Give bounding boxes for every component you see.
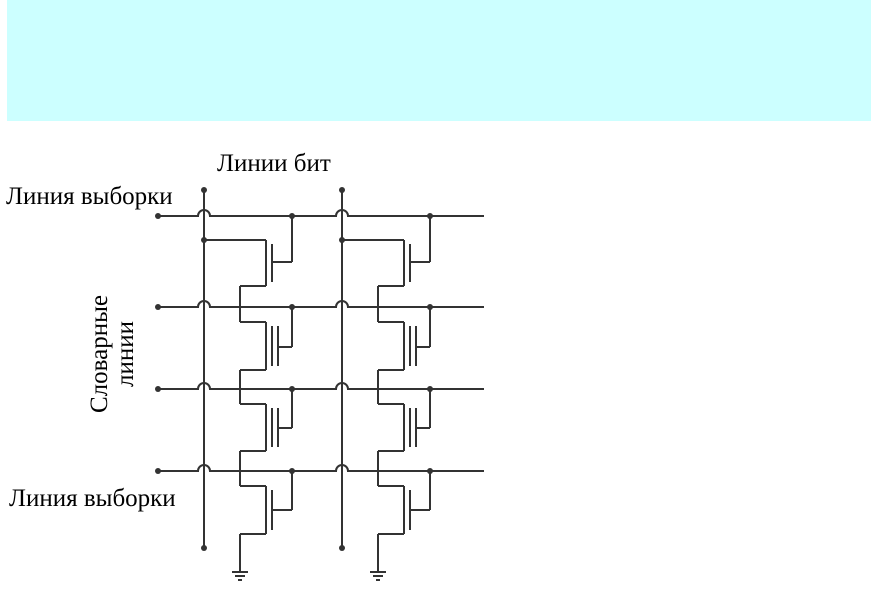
select-line-bottom-label: Линия выборки — [9, 485, 176, 512]
line-terminal-dot — [155, 468, 161, 474]
word-line — [158, 382, 484, 390]
junction-dot — [427, 468, 433, 474]
junction-dot — [427, 213, 433, 219]
junction-dot — [339, 237, 345, 243]
junction-dot — [427, 304, 433, 310]
line-terminal-dot — [155, 386, 161, 392]
junction-dot — [289, 213, 295, 219]
junction-dot — [289, 468, 295, 474]
header-band — [7, 0, 871, 121]
junction-dot — [289, 386, 295, 392]
line-terminal-dot — [155, 213, 161, 219]
word-line — [158, 300, 484, 308]
bit-lines-label: Линии бит — [217, 150, 331, 177]
line-terminal-dot — [155, 304, 161, 310]
junction-dot — [427, 386, 433, 392]
bit-line-terminal-dot — [339, 545, 345, 551]
junction-dot — [289, 304, 295, 310]
select-line — [158, 209, 484, 217]
bit-line-terminal-dot — [201, 187, 207, 193]
junction-dot — [201, 237, 207, 243]
select-line-top-label: Линия выборки — [6, 183, 173, 210]
select-line — [158, 464, 484, 472]
bit-line-terminal-dot — [201, 545, 207, 551]
bit-line-terminal-dot — [339, 187, 345, 193]
